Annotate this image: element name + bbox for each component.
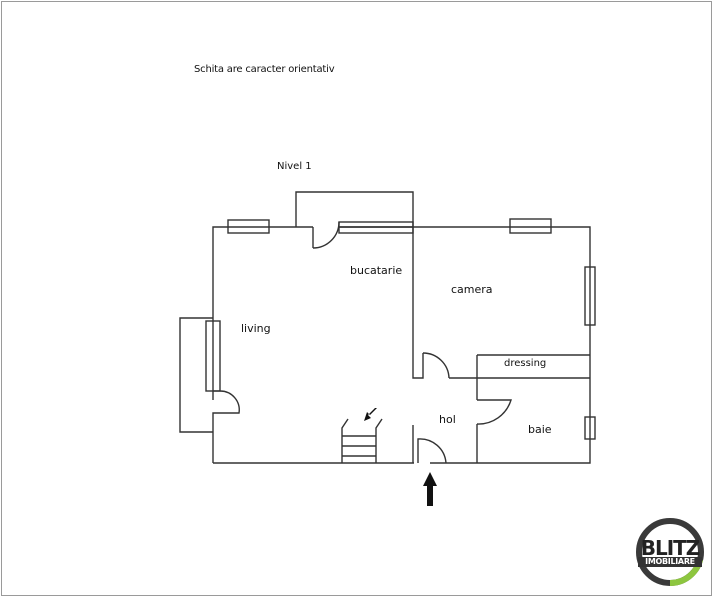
room-label-bucatarie: bucatarie: [350, 264, 403, 277]
entrance-arrow-icon: [423, 472, 437, 506]
room-label-hol: hol: [439, 413, 456, 426]
disclaimer-text: Schita are caracter orientativ: [194, 64, 335, 75]
level-title: Nivel 1: [277, 161, 312, 172]
room-label-living: living: [241, 322, 271, 335]
blitz-logo: BLITZ IMOBILIARE: [634, 516, 706, 588]
room-label-baie: baie: [528, 423, 552, 436]
room-label-camera: camera: [451, 283, 493, 296]
logo-text-blitz: BLITZ: [640, 536, 701, 560]
logo-text-imobiliare: IMOBILIARE: [638, 557, 702, 567]
stairs-down-arrow-icon: [364, 408, 377, 421]
room-label-dressing: dressing: [504, 358, 547, 369]
